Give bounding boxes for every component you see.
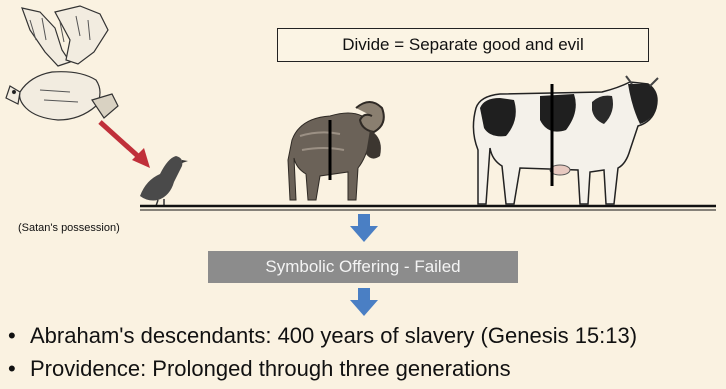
red-arrow-icon (98, 120, 150, 168)
eagle-icon (5, 5, 119, 121)
bullet-dot: • (8, 323, 16, 348)
possession-caption: (Satan's possession) (18, 222, 120, 234)
bullet-dot: • (8, 356, 16, 381)
bullet-text: Providence: Prolonged through three gene… (30, 356, 511, 381)
bullet-item: • Providence: Prolonged through three gen… (8, 356, 511, 382)
bullet-text: Abraham's descendants: 400 years of slav… (30, 323, 638, 348)
blue-down-arrow-icon (350, 288, 378, 316)
ram-icon (287, 101, 385, 201)
blue-down-arrow-icon (350, 214, 378, 242)
cow-icon (472, 75, 659, 205)
bullet-item: • Abraham's descendants: 400 years of sla… (8, 323, 637, 349)
divide-label-box: Divide = Separate good and evil (277, 28, 649, 62)
offering-result-box: Symbolic Offering - Failed (208, 251, 518, 283)
